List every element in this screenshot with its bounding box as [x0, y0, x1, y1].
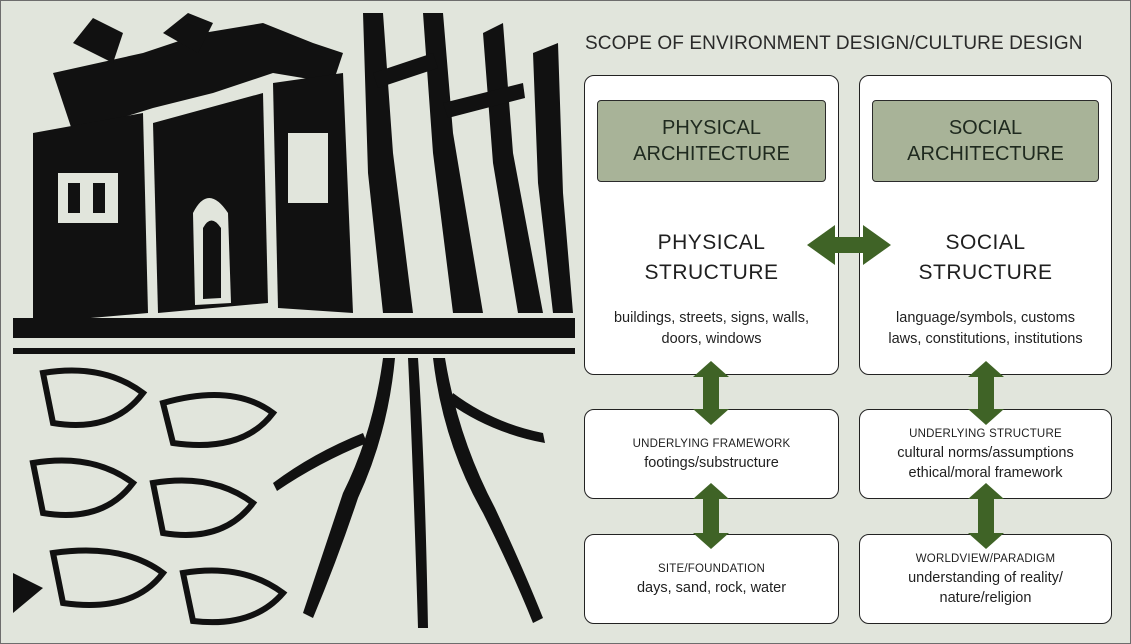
social-architecture-label: SOCIAL ARCHITECTURE — [872, 100, 1099, 182]
physical-structure-label: PHYSICAL STRUCTURE — [644, 231, 779, 284]
physical-examples: buildings, streets, signs, walls, doors,… — [613, 310, 810, 347]
woodcut-illustration — [13, 13, 575, 633]
social-architecture-card: SOCIAL ARCHITECTURE SOCIAL STRUCTURE lan… — [859, 75, 1112, 375]
site-foundation-heading: SITE/FOUNDATION — [658, 562, 765, 575]
right-vertical-arrow-bottom-icon — [968, 483, 1004, 549]
site-foundation-box: SITE/FOUNDATION days, sand, rock, water — [584, 534, 839, 624]
diagram-title: SCOPE OF ENVIRONMENT DESIGN/CULTURE DESI… — [585, 33, 1083, 54]
left-vertical-arrow-bottom-icon — [693, 483, 729, 549]
site-foundation-body: days, sand, rock, water — [636, 579, 787, 596]
social-structure-label: SOCIAL STRUCTURE — [918, 231, 1053, 284]
underlying-structure-heading: UNDERLYING STRUCTURE — [909, 427, 1062, 440]
underlying-framework-body: footings/substructure — [644, 454, 779, 471]
left-vertical-arrow-top-icon — [693, 361, 729, 425]
physical-architecture-card: PHYSICAL ARCHITECTURE PHYSICAL STRUCTURE… — [584, 75, 839, 375]
underlying-framework-heading: UNDERLYING FRAMEWORK — [632, 437, 791, 450]
right-vertical-arrow-top-icon — [968, 361, 1004, 425]
worldview-paradigm-body: understanding of reality/ nature/religio… — [908, 569, 1063, 606]
social-examples: language/symbols, customs laws, constitu… — [888, 310, 1083, 347]
horizontal-double-arrow-icon — [807, 225, 891, 265]
physical-architecture-label: PHYSICAL ARCHITECTURE — [597, 100, 826, 182]
worldview-paradigm-box: WORLDVIEW/PARADIGM understanding of real… — [859, 534, 1112, 624]
worldview-paradigm-heading: WORLDVIEW/PARADIGM — [915, 552, 1056, 565]
underlying-structure-body: cultural norms/assumptions ethical/moral… — [897, 444, 1074, 481]
